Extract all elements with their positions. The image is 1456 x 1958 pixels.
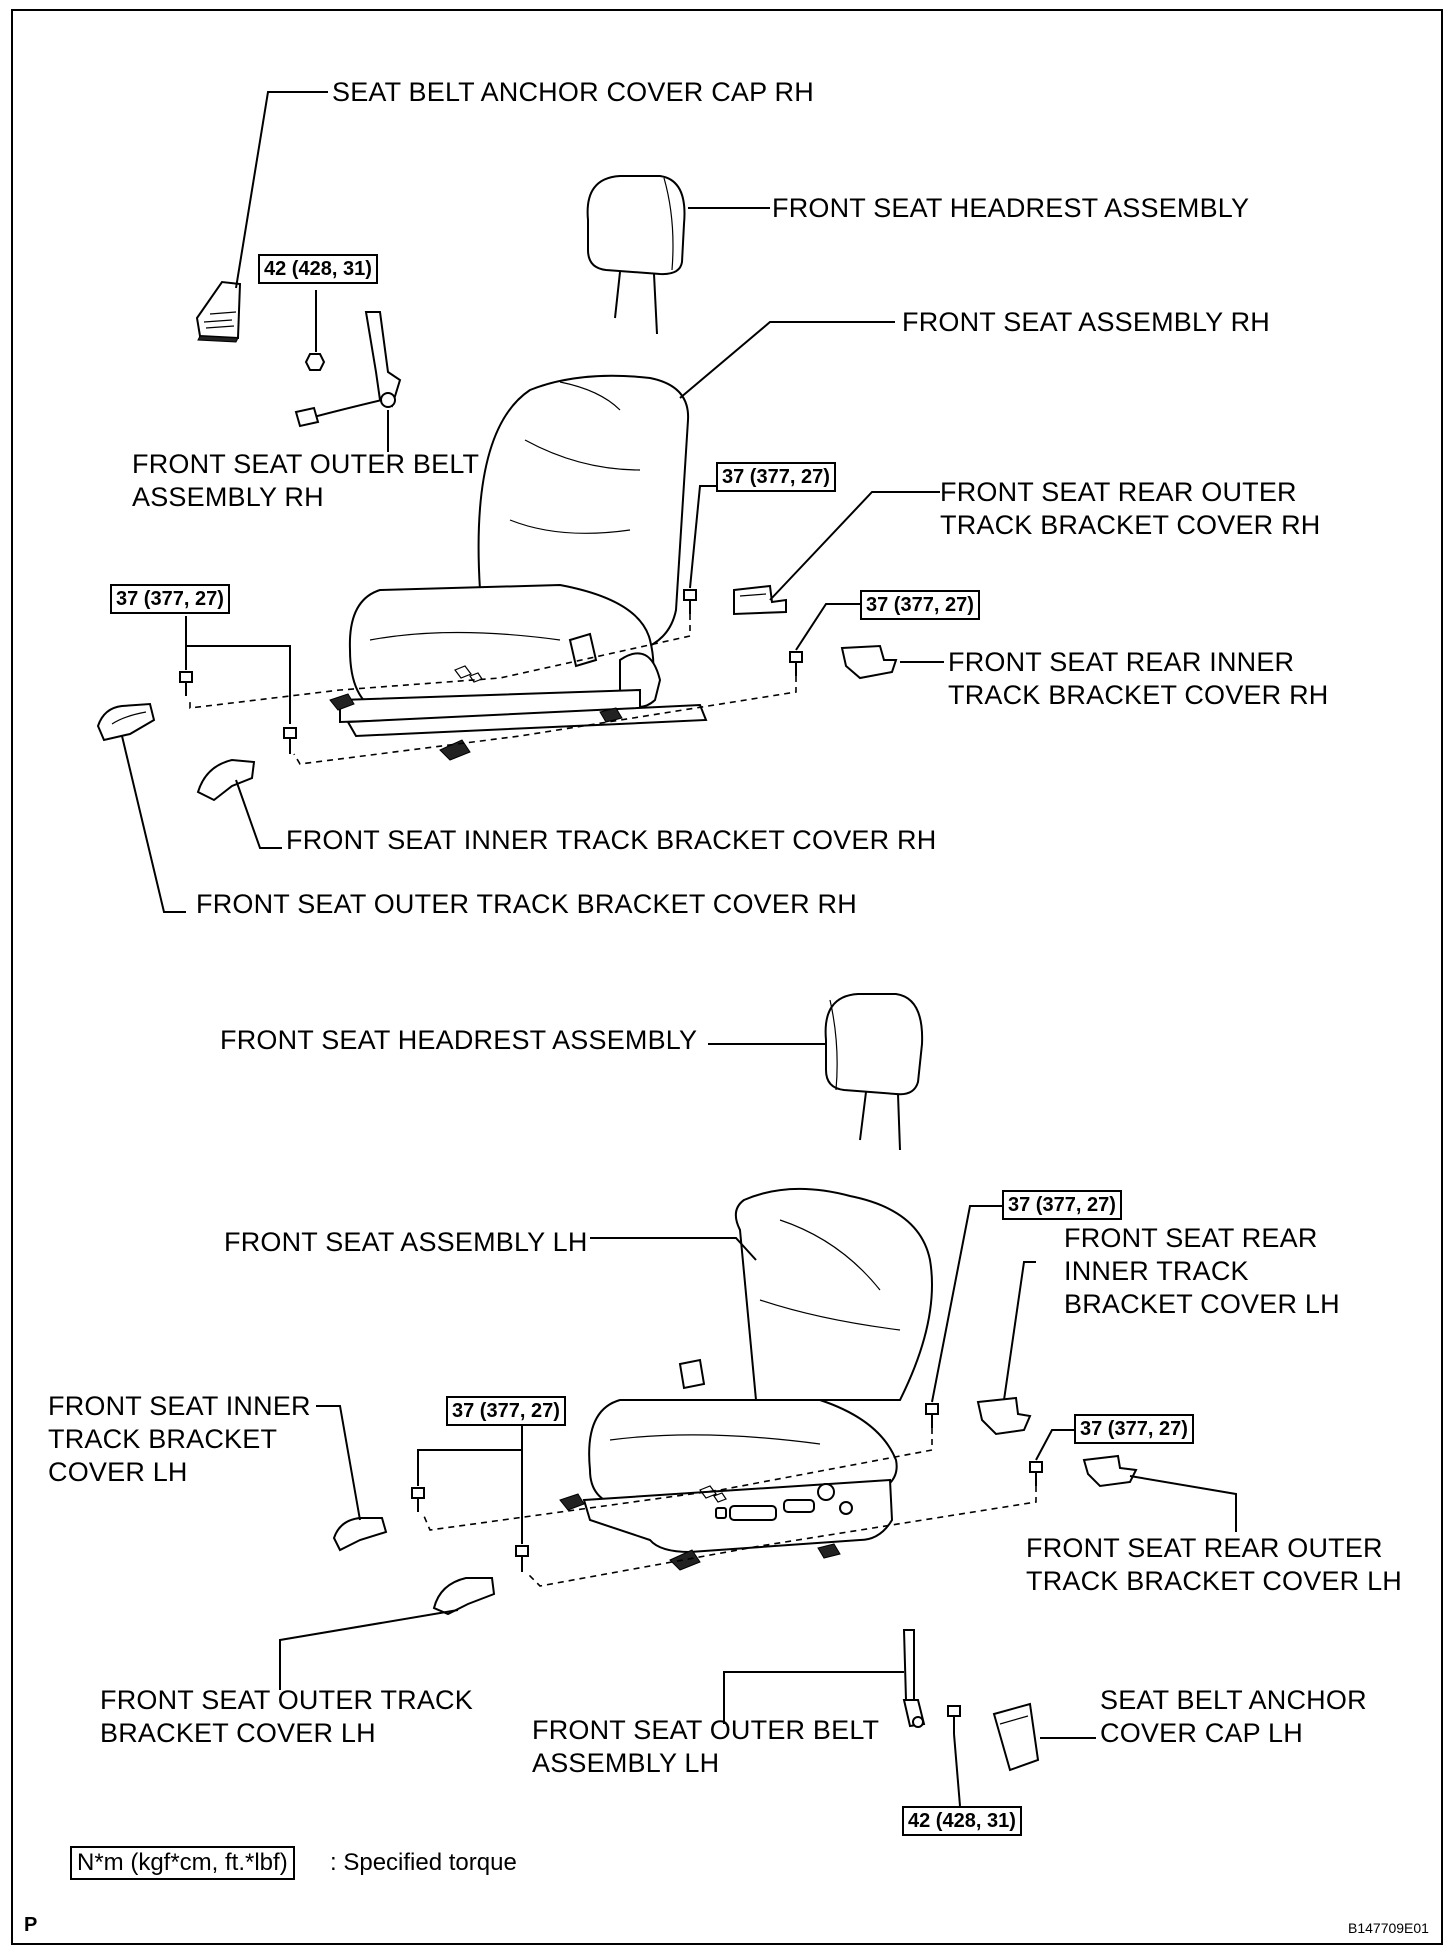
label-lh-rear-outer: FRONT SEAT REAR OUTER TRACK BRACKET COVE… — [1026, 1533, 1402, 1596]
label-rh-belt: FRONT SEAT OUTER BELT ASSEMBLY RH — [132, 449, 480, 512]
bolt-lh-rear-inner — [925, 1403, 939, 1428]
rear-outer-bracket-cover-lh-part — [1082, 1454, 1138, 1488]
label-rh-headrest: FRONT SEAT HEADREST ASSEMBLY — [772, 193, 1250, 223]
leader-rh-torque-front — [185, 616, 291, 724]
seat-belt-anchor-cover-cap-rh-part — [195, 280, 242, 343]
leader-rh-rear-outer — [769, 491, 940, 601]
torque-lh-rear-inner: 37 (377, 27) — [1002, 1190, 1122, 1220]
bolt-rh-rear-outer — [683, 589, 697, 614]
rear-outer-bracket-cover-rh-part — [733, 584, 787, 616]
leader-lh-torque-front — [417, 1426, 523, 1486]
outer-belt-lh-part — [902, 1629, 926, 1728]
leader-lh-belt — [723, 1671, 904, 1724]
label-rh-rear-outer: FRONT SEAT REAR OUTER TRACK BRACKET COVE… — [940, 477, 1321, 540]
label-lh-outer-track: FRONT SEAT OUTER TRACK BRACKET COVER LH — [100, 1685, 473, 1748]
leader-rh-torque-rear-outer — [689, 485, 720, 589]
torque-rh-belt: 42 (428, 31) — [258, 254, 378, 284]
front-seat-rh-part — [329, 374, 708, 761]
bolt-lh-front-a — [411, 1487, 425, 1512]
label-rh-anchor-cap: SEAT BELT ANCHOR COVER CAP RH — [332, 77, 814, 107]
torque-rh-rear-outer: 37 (377, 27) — [716, 462, 836, 492]
legend-text: : Specified torque — [330, 1849, 517, 1876]
leader-lh-torque-belt — [953, 1733, 961, 1807]
headrest-lh-part — [824, 993, 924, 1151]
label-lh-anchor-cap: SEAT BELT ANCHOR COVER CAP LH — [1100, 1685, 1367, 1748]
seat-belt-anchor-cover-cap-lh-part — [992, 1702, 1040, 1772]
label-lh-headrest: FRONT SEAT HEADREST ASSEMBLY — [220, 1025, 698, 1055]
diagram-frame — [11, 9, 1443, 1945]
headrest-rh-part — [586, 175, 686, 335]
torque-lh-rear-outer: 37 (377, 27) — [1074, 1414, 1194, 1444]
bolt-lh-front-b — [515, 1545, 529, 1572]
label-rh-rear-inner: FRONT SEAT REAR INNER TRACK BRACKET COVE… — [948, 647, 1329, 710]
torque-rh-front: 37 (377, 27) — [110, 584, 230, 614]
leader-rh-outer-track — [121, 735, 186, 913]
leader-lh-outer-track — [279, 1609, 459, 1690]
torque-rh-rear-inner: 37 (377, 27) — [860, 590, 980, 620]
rear-inner-bracket-cover-rh-part — [840, 644, 898, 680]
leader-lh-torque-rear-outer — [1035, 1429, 1076, 1461]
bolt-lh-belt — [947, 1705, 961, 1734]
figure-code: B147709E01 — [1348, 1920, 1429, 1936]
leader-lh-torque-rear-inner — [931, 1205, 1002, 1403]
inner-track-bracket-cover-lh-part — [332, 1517, 388, 1552]
leader-rh-inner-track — [235, 779, 282, 849]
leader-rh-torque-rear-inner — [795, 603, 862, 651]
torque-lh-front: 37 (377, 27) — [446, 1396, 566, 1426]
bolt-lh-rear-outer — [1029, 1461, 1043, 1486]
label-lh-seat: FRONT SEAT ASSEMBLY LH — [224, 1227, 588, 1257]
corner-mark: P — [24, 1914, 38, 1936]
torque-lh-belt: 42 (428, 31) — [902, 1806, 1022, 1836]
dash-rh-b — [293, 676, 797, 765]
label-lh-rear-inner: FRONT SEAT REAR INNER TRACK BRACKET COVE… — [1064, 1223, 1340, 1319]
bolt-rh-front-a — [179, 671, 193, 696]
rear-inner-bracket-cover-lh-part — [976, 1396, 1032, 1436]
dash-rh-a — [189, 614, 691, 709]
leader-rh-seat — [679, 321, 895, 399]
leader-lh-rear-outer — [1129, 1475, 1237, 1532]
inner-track-bracket-cover-rh-part — [196, 758, 256, 802]
dash-lh-a — [423, 1428, 933, 1531]
outer-belt-rh-part — [294, 311, 402, 428]
leader-lh-inner-track — [316, 1405, 361, 1521]
label-rh-seat: FRONT SEAT ASSEMBLY RH — [902, 307, 1271, 337]
front-seat-lh-part — [559, 1187, 933, 1571]
leader-lh-rear-inner — [1003, 1261, 1036, 1401]
outer-track-bracket-cover-lh-part — [432, 1577, 496, 1616]
leader-lh-seat — [590, 1237, 757, 1261]
leader-rh-anchor-cap — [235, 91, 328, 289]
legend-unit-box: N*m (kgf*cm, ft.*lbf) — [70, 1846, 295, 1880]
label-rh-outer-track: FRONT SEAT OUTER TRACK BRACKET COVER RH — [196, 889, 857, 919]
label-rh-inner-track: FRONT SEAT INNER TRACK BRACKET COVER RH — [286, 825, 937, 855]
bolt-rh-rear-inner — [789, 651, 803, 676]
label-lh-belt: FRONT SEAT OUTER BELT ASSEMBLY LH — [532, 1715, 880, 1778]
label-lh-inner-track: FRONT SEAT INNER TRACK BRACKET COVER LH — [48, 1391, 311, 1487]
bolt-rh-front-b — [283, 727, 297, 754]
outer-track-bracket-cover-rh-part — [96, 702, 156, 742]
